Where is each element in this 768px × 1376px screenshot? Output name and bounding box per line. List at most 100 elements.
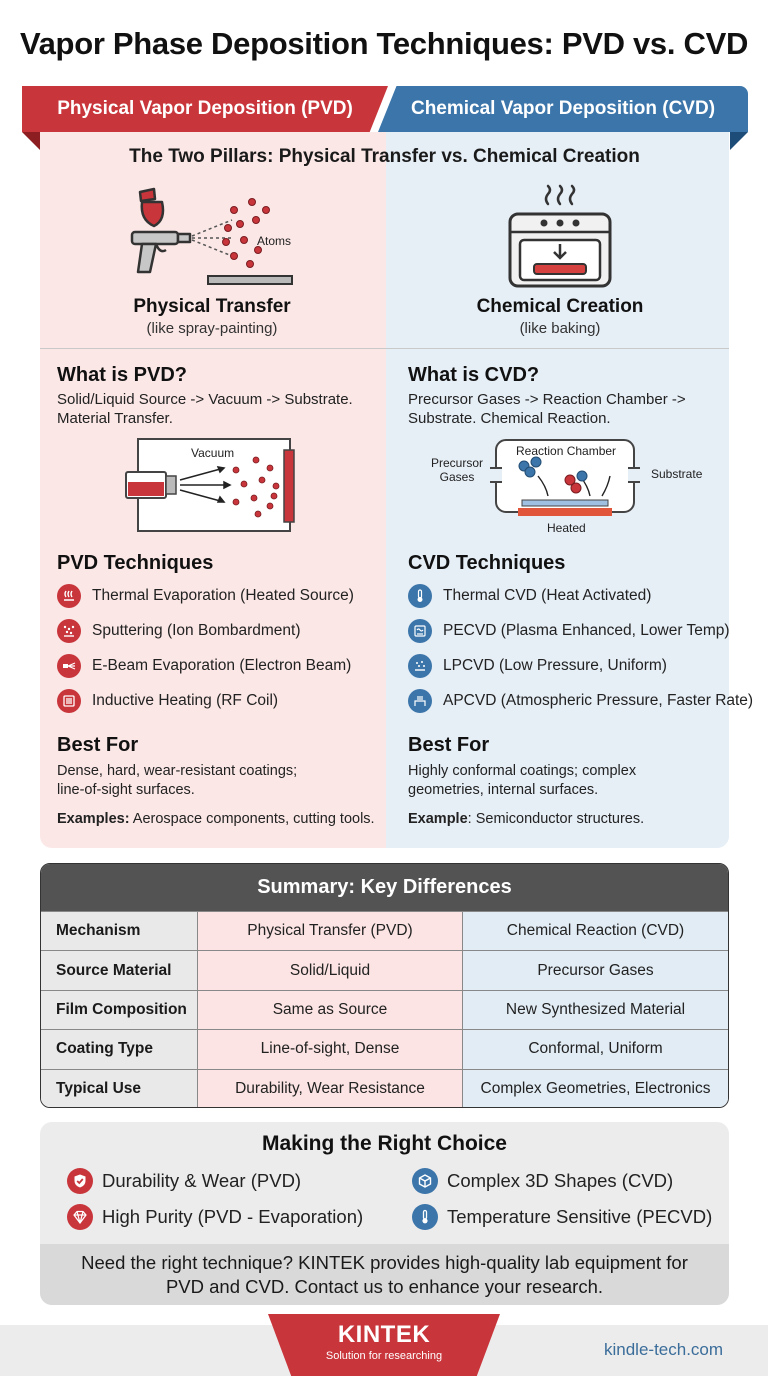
pvd-cell: Physical Transfer (PVD) (198, 912, 463, 951)
table-row: Mechanism Physical Transfer (PVD) Chemic… (41, 911, 728, 951)
table-row: Source Material Solid/Liquid Precursor G… (41, 950, 728, 990)
cta-line-1: Need the right technique? KINTEK provide… (81, 1252, 688, 1273)
choice-item: Temperature Sensitive (PECVD) (412, 1204, 712, 1230)
cvd-technique-item: PECVD (Plasma Enhanced, Lower Temp) (408, 613, 753, 648)
cvd-header: Chemical Vapor Deposition (CVD) (378, 86, 748, 132)
choice-label: High Purity (PVD - Evaporation) (102, 1206, 364, 1227)
technique-label: Sputtering (Ion Bombardment) (92, 621, 301, 639)
choice-label: Durability & Wear (PVD) (102, 1170, 302, 1191)
cvd-pillar-subtitle: (like baking) (519, 320, 601, 337)
precursor-label: Precursor Gases (424, 456, 490, 484)
pvd-cell: Solid/Liquid (198, 951, 463, 990)
cvd-cell: Complex Geometries, Electronics (463, 1069, 728, 1107)
vacuum-label: Vacuum (191, 446, 235, 460)
choice-item: Complex 3D Shapes (CVD) (412, 1168, 673, 1194)
technique-label: Thermal Evaporation (Heated Source) (92, 586, 354, 604)
cvd-technique-item: APCVD (Atmospheric Pressure, Faster Rate… (408, 683, 753, 718)
kintek-logo: KINTEK Solution for researching (268, 1314, 500, 1376)
precursor-label-line1: Precursor (430, 456, 483, 470)
cvd-cell: Precursor Gases (463, 951, 728, 990)
choice-title: Making the Right Choice (261, 1132, 507, 1155)
pvd-header: Physical Vapor Deposition (PVD) (22, 86, 388, 132)
pvd-examples-label: Examples: (57, 811, 130, 827)
row-label: Mechanism (41, 912, 198, 951)
coil-icon (57, 688, 81, 713)
website-link[interactable]: kindle-tech.com (604, 1340, 724, 1359)
cvd-cell: New Synthesized Material (463, 990, 728, 1030)
technique-label: PECVD (Plasma Enhanced, Lower Temp) (443, 621, 730, 639)
precursor-label-line2: Gases (439, 470, 475, 484)
technique-label: APCVD (Atmospheric Pressure, Faster Rate… (443, 691, 754, 709)
cvd-technique-item: Thermal CVD (Heat Activated) (408, 578, 753, 613)
row-label: Coating Type (41, 1030, 198, 1069)
spray-gun-icon (130, 187, 293, 285)
cvd-examples-label: Example (408, 811, 468, 827)
table-row: Typical Use Durability, Wear Resistance … (41, 1068, 728, 1107)
pvd-pillar-subtitle: (like spray-painting) (146, 320, 278, 337)
logo-tagline: Solution for researching (325, 1350, 443, 1362)
atmosphere-icon (408, 688, 432, 713)
pvd-techniques-title: PVD Techniques (57, 552, 214, 574)
plasma-icon (408, 618, 432, 643)
choice-label: Temperature Sensitive (PECVD) (447, 1206, 713, 1227)
pvd-what-title: What is PVD? (57, 364, 188, 386)
sputter-icon (57, 618, 81, 643)
row-label: Film Composition (41, 990, 198, 1030)
pvd-technique-item: Inductive Heating (RF Coil) (57, 683, 354, 718)
technique-label: Thermal CVD (Heat Activated) (443, 586, 652, 604)
cvd-reaction-diagram (490, 439, 640, 516)
ribbon-fold-left (22, 132, 40, 150)
ribbon-fold-right (730, 132, 748, 150)
pillars-title: The Two Pillars: Physical Transfer vs. C… (129, 146, 640, 167)
pvd-best-title: Best For (57, 734, 139, 756)
choice-item: Durability & Wear (PVD) (67, 1168, 301, 1194)
cvd-cell: Chemical Reaction (CVD) (463, 912, 728, 951)
pvd-examples: Examples: Aerospace components, cutting … (57, 810, 387, 829)
logo-brand: KINTEK (337, 1321, 431, 1348)
technique-label: E-Beam Evaporation (Electron Beam) (92, 656, 352, 674)
shield-check-icon (67, 1168, 93, 1194)
pvd-techniques-list: Thermal Evaporation (Heated Source) Sput… (57, 578, 354, 718)
substrate-label: Substrate (651, 467, 703, 481)
choice-item: High Purity (PVD - Evaporation) (67, 1204, 363, 1230)
section-divider (40, 348, 729, 349)
summary-title: Summary: Key Differences (41, 864, 728, 911)
cvd-examples: Example: Semiconductor structures. (408, 810, 724, 829)
cvd-techniques-title: CVD Techniques (408, 552, 566, 574)
pvd-cell: Durability, Wear Resistance (198, 1069, 463, 1107)
pvd-technique-item: Thermal Evaporation (Heated Source) (57, 578, 354, 613)
pvd-pillar-title: Physical Transfer (133, 296, 291, 317)
cvd-pillar-title: Chemical Creation (476, 296, 644, 317)
thermometer-icon (408, 583, 432, 608)
pvd-vacuum-diagram (125, 438, 295, 532)
summary-table: Summary: Key Differences Mechanism Physi… (40, 863, 729, 1108)
technique-label: Inductive Heating (RF Coil) (92, 691, 279, 709)
call-to-action: Need the right technique? KINTEK provide… (40, 1244, 729, 1305)
diamond-icon (67, 1204, 93, 1230)
heat-waves-icon (57, 583, 81, 608)
choice-label: Complex 3D Shapes (CVD) (447, 1170, 674, 1191)
cvd-cell: Conformal, Uniform (463, 1030, 728, 1069)
oven-icon (508, 184, 612, 288)
low-pressure-icon (408, 653, 432, 678)
pvd-best-text: Dense, hard, wear-resistant coatings; li… (57, 763, 298, 798)
cvd-pillar: Chemical Creation (like baking) (410, 296, 710, 337)
choice-box: Making the Right Choice Durability & Wea… (40, 1122, 729, 1305)
heated-label: Heated (547, 521, 586, 535)
table-row: Coating Type Line-of-sight, Dense Confor… (41, 1029, 728, 1069)
page-title: Vapor Phase Deposition Techniques: PVD v… (19, 26, 749, 61)
beam-icon (57, 653, 81, 678)
cta-line-2: PVD and CVD. Contact us to enhance your … (165, 1276, 604, 1297)
pvd-cell: Line-of-sight, Dense (198, 1030, 463, 1069)
pvd-pillar: Physical Transfer (like spray-painting) (62, 296, 362, 337)
pvd-cell: Same as Source (198, 990, 463, 1030)
pvd-technique-item: Sputtering (Ion Bombardment) (57, 613, 354, 648)
cvd-technique-item: LPCVD (Low Pressure, Uniform) (408, 648, 753, 683)
pvd-what-text: Solid/Liquid Source -> Vacuum -> Substra… (57, 391, 353, 427)
row-label: Typical Use (41, 1069, 198, 1107)
thermometer-icon (412, 1204, 438, 1230)
cvd-best-title: Best For (408, 734, 490, 756)
cvd-techniques-list: Thermal CVD (Heat Activated) PECVD (Plas… (408, 578, 753, 718)
table-row: Film Composition Same as Source New Synt… (41, 989, 728, 1030)
cvd-what-text: Precursor Gases -> Reaction Chamber -> S… (408, 391, 686, 427)
